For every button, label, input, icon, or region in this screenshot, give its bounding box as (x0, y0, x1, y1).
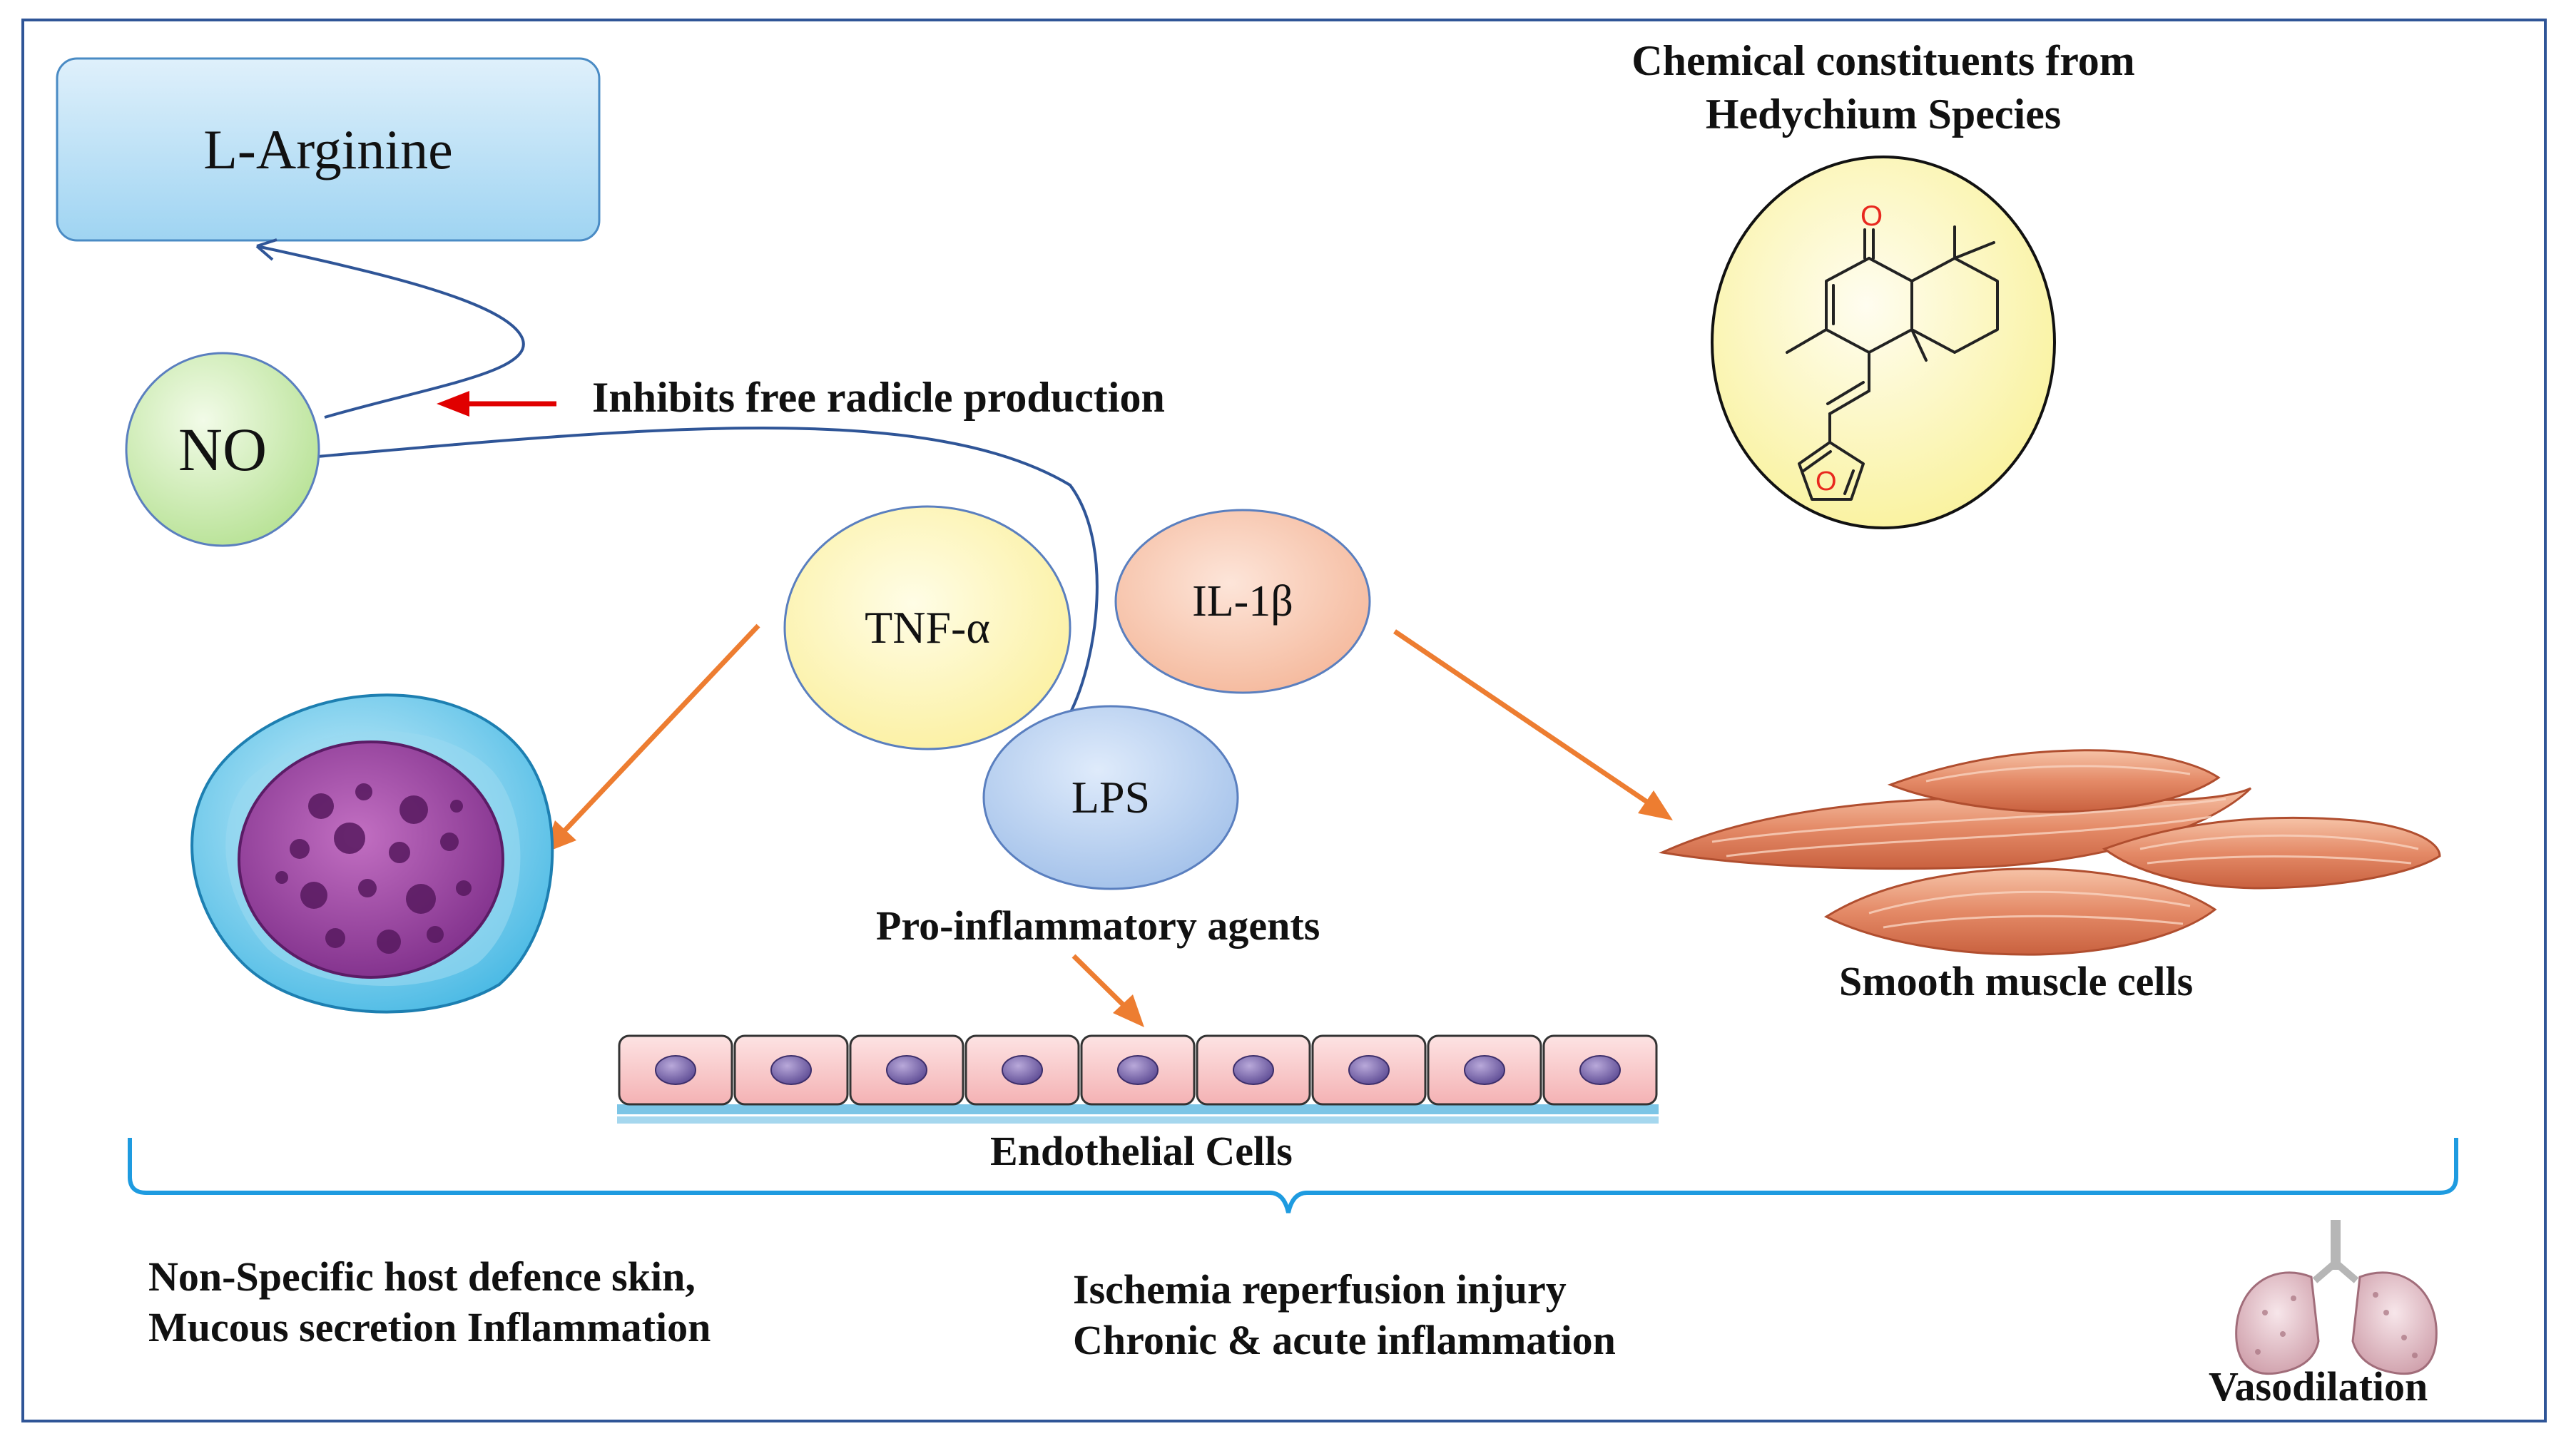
molecule-title-line2: Hedychium Species (1705, 91, 2062, 138)
outcome-inflammation-line2: Chronic & acute inflammation (1073, 1316, 1616, 1363)
molecule-title-line1: Chemical constituents from (1631, 37, 2135, 84)
molecule-circle (1711, 156, 2056, 529)
molecule-title: Chemical constituents from Hedychium Spe… (1569, 34, 2197, 141)
labdane-structure (1786, 225, 1999, 501)
il1b-ellipse (1114, 509, 1371, 694)
outcome-host-defence-line1: Non-Specific host defence skin, (148, 1253, 696, 1300)
host-defence-cell (190, 693, 554, 1014)
endothelial-cell (849, 1034, 964, 1106)
no-label: NO (178, 415, 268, 484)
endothelial-cell (1427, 1034, 1542, 1106)
lps-label: LPS (1071, 772, 1151, 823)
il1b-label: IL-1β (1192, 576, 1293, 626)
no-to-arginine-arrowhead (255, 238, 278, 261)
vasodilation-label: Vasodilation (2209, 1363, 2428, 1410)
orange-arrows (544, 623, 1673, 1027)
pro-inflammatory-label: Pro-inflammatory agents (876, 902, 1320, 949)
tnf-ellipse (783, 505, 1071, 750)
no-circle (125, 352, 320, 547)
outcome-host-defence: Non-Specific host defence skin, Mucous s… (148, 1252, 711, 1353)
l-arginine-label: L-Arginine (203, 118, 453, 180)
no-to-arginine-curve (256, 245, 525, 419)
outcome-inflammation: Ischemia reperfusion injury Chronic & ac… (1073, 1265, 1616, 1366)
endothelial-cell (733, 1034, 849, 1106)
outcomes-brace (128, 1138, 2458, 1213)
inhibits-arrow-head (437, 391, 469, 417)
endothelial-cell (1080, 1034, 1196, 1106)
furan-oxygen-label: O (1816, 467, 1837, 497)
smooth-muscle-illustration (1658, 749, 2441, 956)
inhibits-label: Inhibits free radicle production (592, 374, 1165, 421)
endothelial-illustration (617, 1034, 1659, 1124)
l-arginine-box (56, 57, 601, 242)
carbonyl-oxygen-label: O (1860, 200, 1883, 232)
tnf-label: TNF-α (865, 602, 990, 653)
smooth-muscle-label: Smooth muscle cells (1839, 958, 2194, 1004)
endothelial-cell (1196, 1034, 1311, 1106)
endothelial-label: Endothelial Cells (990, 1128, 1293, 1174)
endothelial-cell (1311, 1034, 1427, 1106)
diagram-frame (21, 19, 2547, 1422)
no-lps-link-curve (317, 427, 1099, 714)
endothelial-cell (618, 1034, 733, 1106)
outcome-host-defence-line2: Mucous secretion Inflammation (148, 1303, 711, 1350)
endothelial-cell (964, 1034, 1080, 1106)
lungs-icon (2235, 1220, 2438, 1375)
endothelial-cell (1542, 1034, 1658, 1106)
lps-ellipse (982, 705, 1239, 890)
outcome-inflammation-line1: Ischemia reperfusion injury (1073, 1266, 1567, 1313)
